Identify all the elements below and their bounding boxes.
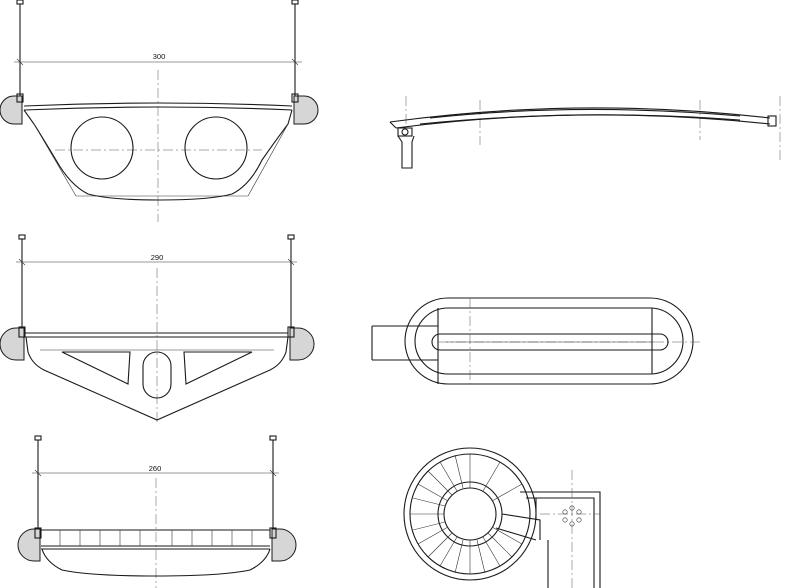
dimension-line-260: 260 <box>32 464 279 477</box>
dimension-label-260: 260 <box>149 464 162 473</box>
bridge-plan <box>371 297 700 385</box>
dimension-label-300: 300 <box>153 52 166 61</box>
bridge-section-triangular: 290 <box>0 234 315 425</box>
spiral-stair-plan <box>403 447 601 588</box>
dimension-line-290: 290 <box>16 253 297 266</box>
deck-slats <box>59 530 253 546</box>
handrail-left <box>0 95 23 125</box>
bridge-section-twin-openings: 300 <box>0 0 319 222</box>
bridge-elevation <box>389 96 781 169</box>
handrail-right <box>271 528 297 562</box>
handrail-left <box>17 528 41 562</box>
opening-left <box>70 116 134 180</box>
handrail-right <box>293 95 319 125</box>
stair-treads <box>410 454 523 574</box>
handrail-left <box>0 327 25 361</box>
handrail-right <box>289 327 315 361</box>
dimension-label-290: 290 <box>151 253 164 262</box>
bridge-section-slatted: 260 <box>17 435 297 588</box>
opening-right <box>184 116 248 180</box>
column-cluster <box>562 505 582 527</box>
dimension-line-300: 300 <box>14 52 302 66</box>
